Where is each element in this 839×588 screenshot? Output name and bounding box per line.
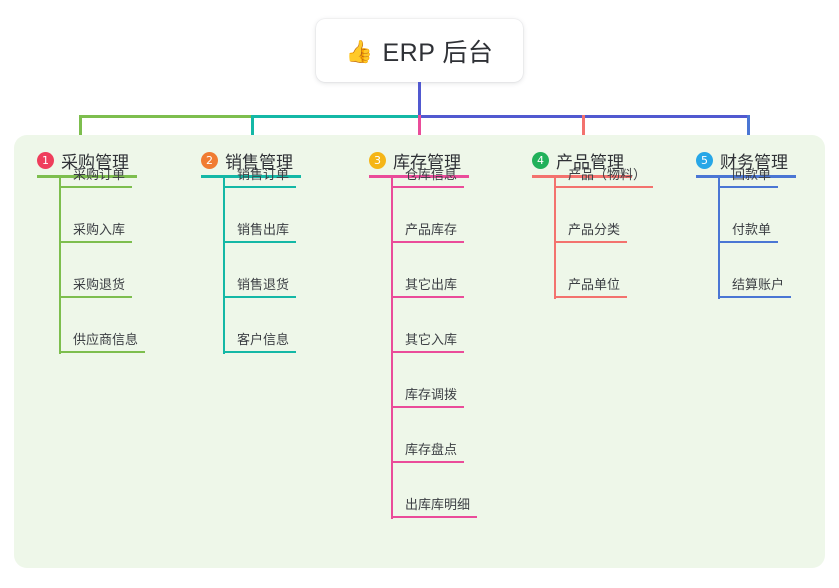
leaf-item-rule	[391, 516, 477, 518]
leaf-item-rule	[718, 186, 778, 188]
leaf-item-label: 付款单	[732, 222, 772, 237]
branch-title-5: 财务管理	[720, 153, 788, 172]
branch-header-rule-2	[201, 175, 301, 178]
branch-index-badge-5: 5	[696, 152, 713, 169]
leaf-item-label: 产品单位	[568, 277, 621, 292]
branch-spine-4	[554, 178, 556, 299]
leaf-item-rule	[718, 241, 778, 243]
leaf-item-rule	[59, 351, 145, 353]
leaf-item-rule	[718, 296, 791, 298]
branch-title-2: 销售管理	[225, 153, 293, 172]
leaf-item-rule	[554, 241, 627, 243]
branch-index-badge-1: 1	[37, 152, 54, 169]
leaf-item-rule	[223, 186, 296, 188]
branch-header-3[interactable]: 3 库存管理	[369, 148, 461, 173]
branch-index-badge-3: 3	[369, 152, 386, 169]
branch-spine-1	[59, 178, 61, 354]
leaf-item-rule	[391, 241, 464, 243]
leaf-item-rule	[391, 186, 464, 188]
branch-spine-3	[391, 178, 393, 519]
branch-spine-5	[718, 178, 720, 299]
branch-index-badge-2: 2	[201, 152, 218, 169]
root-title: 👍 ERP 后台	[346, 33, 494, 69]
root-title-text: ERP 后台	[382, 38, 494, 67]
leaf-item-label: 销售退货	[237, 277, 290, 292]
leaf-item-rule	[223, 241, 296, 243]
leaf-item-label: 回款单	[732, 167, 772, 182]
leaf-item-rule	[223, 351, 296, 353]
branch-header-rule-5	[696, 175, 796, 178]
branch-header-rule-1	[37, 175, 137, 178]
leaf-item-label: 销售出库	[237, 222, 290, 237]
branches-panel: 1 采购管理采购订单采购入库采购退货供应商信息 2 销售管理销售订单销售出库销售退货客…	[14, 135, 825, 568]
branch-header-rule-3	[369, 175, 469, 178]
leaf-item-rule	[391, 461, 464, 463]
branch-index-badge-4: 4	[532, 152, 549, 169]
thumbs-up-icon: 👍	[345, 38, 374, 64]
leaf-item-label: 采购入库	[73, 222, 126, 237]
leaf-item-label: 其它出库	[405, 277, 458, 292]
leaf-item-label: 产品（物料）	[568, 167, 647, 182]
leaf-item-rule	[391, 296, 464, 298]
branch-header-5[interactable]: 5 财务管理	[696, 148, 788, 173]
branch-header-1[interactable]: 1 采购管理	[37, 148, 129, 173]
leaf-item-label: 产品分类	[568, 222, 621, 237]
leaf-item-rule	[223, 296, 296, 298]
leaf-item-label: 其它入库	[405, 332, 458, 347]
leaf-item-rule	[391, 351, 464, 353]
bus-segment-2	[251, 115, 420, 118]
leaf-item-rule	[554, 186, 654, 188]
branch-header-4[interactable]: 4 产品管理	[532, 148, 624, 173]
leaf-item-label: 产品库存	[405, 222, 458, 237]
leaf-item-label: 客户信息	[237, 332, 290, 347]
leaf-item-label: 出库库明细	[405, 497, 471, 512]
branch-header-rule-4	[532, 175, 632, 178]
leaf-item-rule	[59, 186, 132, 188]
leaf-item-label: 库存调拨	[405, 387, 458, 402]
leaf-item-rule	[391, 406, 464, 408]
leaf-item-label: 结算账户	[732, 277, 785, 292]
root-stem-connector	[418, 82, 421, 118]
root-node[interactable]: 👍 ERP 后台	[316, 19, 523, 82]
branch-title-1: 采购管理	[61, 153, 129, 172]
leaf-item-label: 库存盘点	[405, 442, 458, 457]
leaf-item-label: 供应商信息	[73, 332, 139, 347]
leaf-item-rule	[59, 296, 132, 298]
branch-header-2[interactable]: 2 销售管理	[201, 148, 293, 173]
leaf-item-label: 仓库信息	[405, 167, 458, 182]
leaf-item-label: 采购订单	[73, 167, 126, 182]
leaf-item-rule	[59, 241, 132, 243]
branch-title-3: 库存管理	[393, 153, 461, 172]
bus-segment-1	[79, 115, 253, 118]
branch-title-4: 产品管理	[556, 153, 624, 172]
leaf-item-label: 销售订单	[237, 167, 290, 182]
branch-spine-2	[223, 178, 225, 354]
leaf-item-rule	[554, 296, 627, 298]
leaf-item-label: 采购退货	[73, 277, 126, 292]
